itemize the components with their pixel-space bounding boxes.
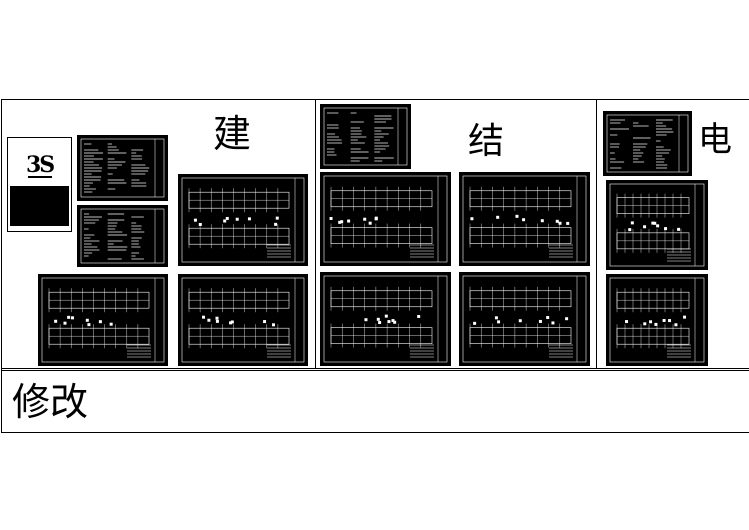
- sheet-column-plan[interactable]: [459, 172, 590, 266]
- sheet-elevations[interactable]: [38, 274, 168, 366]
- cover-logo: 3S: [26, 152, 55, 178]
- section-divider: [596, 99, 597, 369]
- sheet-thumbnail-art: [41, 277, 165, 363]
- cover-logo-mark: [28, 176, 52, 178]
- sheet-thumbnail-art: [609, 183, 705, 267]
- sheet-thumbnail-art: [462, 175, 587, 263]
- sheet-thumbnail-art: [462, 275, 587, 363]
- section-label-electrical: 电: [698, 120, 732, 160]
- sheet-floor-plan-2[interactable]: [178, 274, 308, 366]
- sheet-thumbnail-art: [609, 277, 705, 363]
- sheet-design-notes-2[interactable]: [77, 205, 168, 267]
- revision-frame: [1, 368, 749, 433]
- sheet-thumbnail-art: [80, 208, 165, 264]
- sheet-thumbnail-art: [323, 275, 448, 363]
- sheet-lighting-plan[interactable]: [606, 180, 708, 270]
- drawing-set-frame: [1, 99, 749, 371]
- sheet-thumbnail-art: [181, 177, 305, 263]
- section-label-architecture: 建: [213, 112, 252, 156]
- sheet-floor-plan-1[interactable]: [178, 174, 308, 266]
- sheet-design-notes-1[interactable]: [77, 135, 168, 201]
- sheet-beam-plan[interactable]: [320, 272, 451, 366]
- sheet-foundation-plan[interactable]: [320, 172, 451, 266]
- revision-label: 修改: [12, 380, 89, 424]
- sheet-thumbnail-art: [323, 107, 408, 166]
- sheet-power-plan[interactable]: [606, 274, 708, 366]
- sheet-thumbnail-art: [323, 175, 448, 263]
- sheet-electrical-notes[interactable]: [603, 111, 692, 176]
- sheet-stair-details[interactable]: [459, 272, 590, 366]
- sheet-thumbnail-art: [181, 277, 305, 363]
- cover-title-block: [10, 186, 69, 226]
- sheet-thumbnail-art: [80, 138, 165, 198]
- sheet-structure-notes[interactable]: [320, 104, 411, 169]
- section-label-structure: 结: [468, 121, 505, 162]
- section-divider: [315, 99, 316, 369]
- cover-sheet[interactable]: 3S: [7, 137, 72, 232]
- sheet-thumbnail-art: [606, 114, 689, 173]
